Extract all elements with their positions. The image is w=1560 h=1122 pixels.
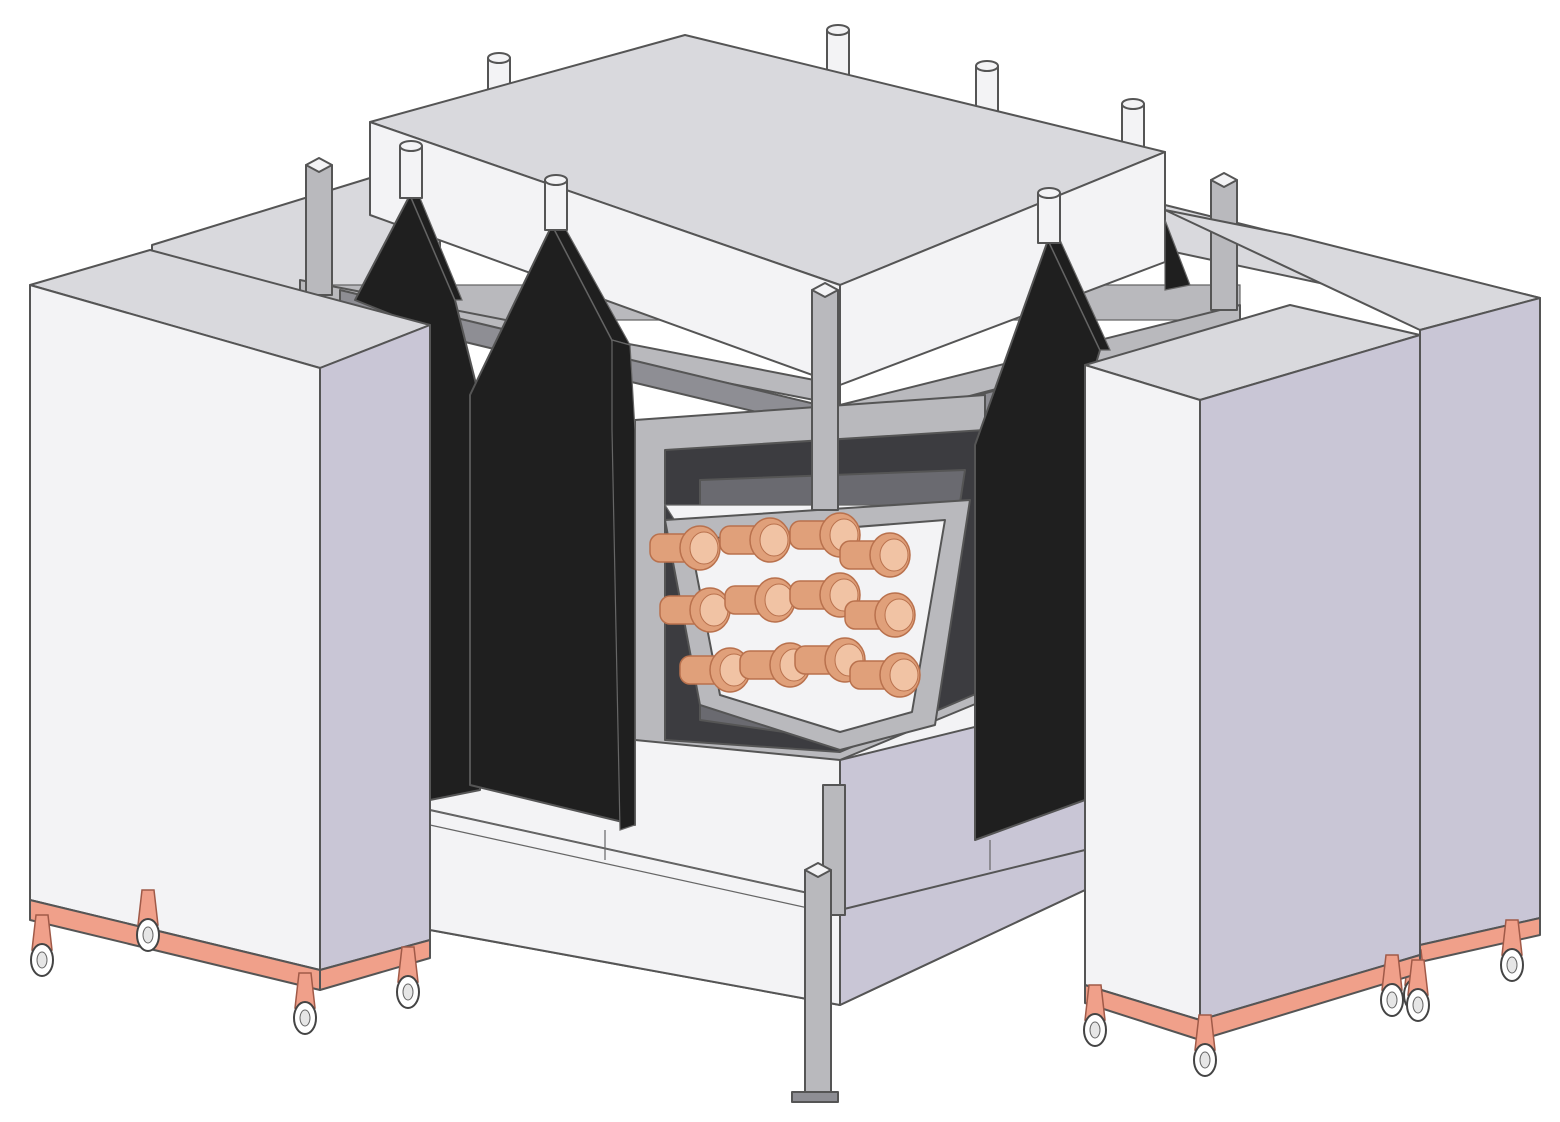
caster-wheel [293,972,317,1035]
copper-tube-array [649,512,921,698]
copper-tube [839,532,911,578]
caster-wheels [1083,954,1430,1077]
caster-wheels [30,889,420,1035]
copper-tube [849,652,921,698]
support-post [305,157,333,296]
support-post [826,24,850,81]
detector-cavity [634,394,986,761]
copper-tube [844,592,916,638]
central-support-post [791,282,846,1103]
top-shield-slab [369,34,1166,386]
caster-wheel [1193,1014,1217,1077]
copper-tube [649,525,721,571]
collimator-tip [1037,187,1061,244]
black-shields [354,140,1191,841]
caster-wheel [30,914,54,977]
corner-posts [305,157,1238,311]
caster-wheel [136,889,160,952]
collimator-tip [544,174,568,231]
left-cabinet [29,249,431,1035]
caster-wheel [1406,959,1430,1022]
caster-wheel [396,946,420,1009]
right-front-cabinet [1083,304,1430,1077]
black-shield-panel [1164,219,1191,291]
copper-tube [719,517,791,563]
caster-wheel [1083,984,1107,1047]
support-post [1210,172,1238,311]
collimator-tip [399,140,423,199]
right-rear-cabinet [1164,209,1541,1012]
caster-wheel [1380,954,1404,1017]
caster-wheel [1500,919,1524,982]
copper-tube [724,577,796,623]
